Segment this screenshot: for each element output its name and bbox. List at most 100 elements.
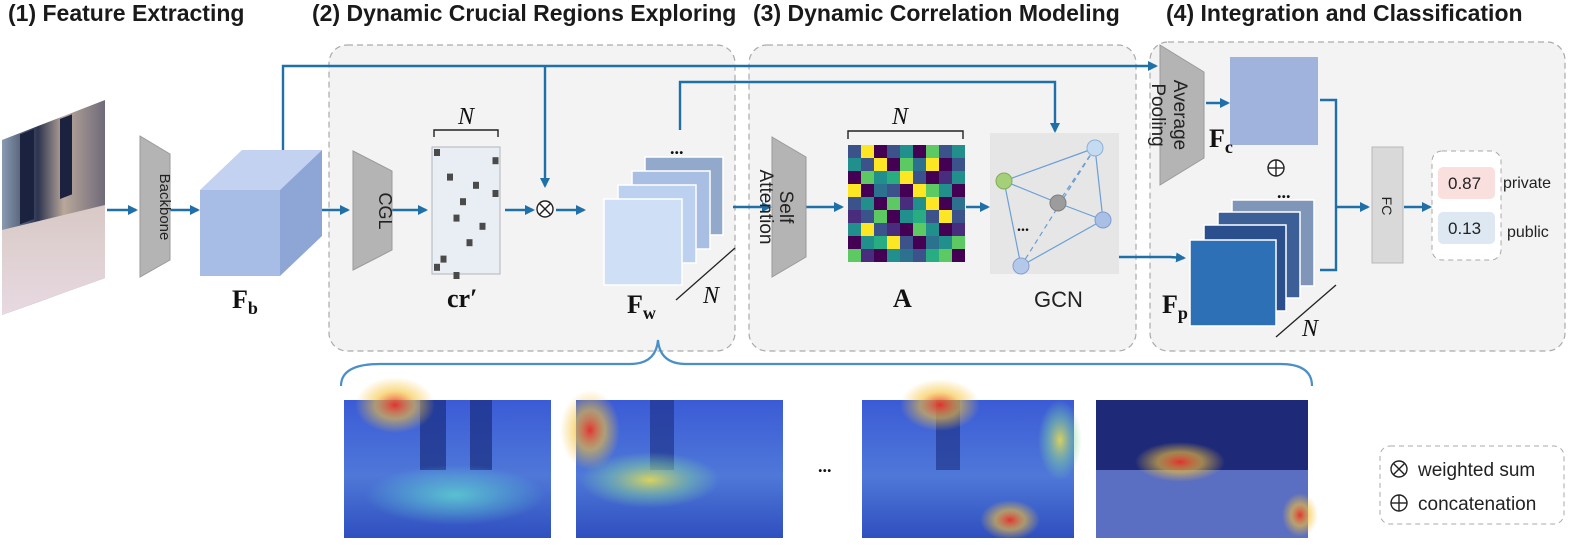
attention-cell [926, 171, 939, 184]
stage-title-3: (3) Dynamic Correlation Modeling [753, 0, 1120, 26]
attention-cell [926, 210, 939, 223]
attention-cell [900, 210, 913, 223]
label-public: public [1507, 224, 1549, 241]
score-private: 0.87 [1448, 174, 1481, 193]
attention-cell [926, 145, 939, 158]
attention-cell [939, 249, 952, 262]
fp-ellipsis: ... [1277, 182, 1291, 202]
attention-cell [874, 158, 887, 171]
attention-cell [952, 210, 965, 223]
attention-cell [926, 236, 939, 249]
fw-ellipsis: ... [670, 138, 684, 158]
heatmap-brace [339, 339, 1314, 387]
attention-cell [848, 158, 861, 171]
fc-feature-label: Fc [1209, 124, 1233, 157]
attention-cell [913, 236, 926, 249]
cr-cell [492, 157, 499, 165]
attention-cell [874, 249, 887, 262]
heatmap-3 [862, 379, 1082, 540]
attention-cell [848, 184, 861, 197]
legend-concatenation: concatenation [1390, 494, 1536, 515]
attention-matrix [848, 145, 965, 262]
attention-cell [887, 249, 900, 262]
attention-cell [913, 223, 926, 236]
attention-cell [861, 236, 874, 249]
attention-cell [861, 249, 874, 262]
a-dim-label: N [891, 104, 910, 130]
legend-box [1379, 445, 1565, 525]
label-private: private [1503, 175, 1551, 192]
attention-cell [900, 223, 913, 236]
attention-cell [939, 210, 952, 223]
cr-matrix [431, 146, 501, 279]
fw-dim-label: N [702, 283, 721, 309]
attention-cell [861, 210, 874, 223]
attention-cell [848, 249, 861, 262]
a-label: A [893, 284, 912, 313]
attention-cell [874, 236, 887, 249]
cgl-label: CGL [375, 192, 395, 229]
cr-cell [453, 272, 460, 279]
attention-cell [848, 210, 861, 223]
attention-cell [861, 223, 874, 236]
cr-cell [453, 214, 460, 222]
cr-cell [440, 255, 447, 263]
feature-maps-fw [603, 156, 724, 286]
attention-cell [874, 145, 887, 158]
fc-module: FC [1371, 146, 1404, 264]
average-pooling-module: AveragePooling [1147, 44, 1205, 186]
cr-cell [447, 173, 453, 181]
attention-cell [874, 223, 887, 236]
legend-weighted-sum-label: weighted sum [1417, 460, 1535, 481]
attention-cell [952, 223, 965, 236]
attention-cell [913, 171, 926, 184]
attention-cell [848, 236, 861, 249]
attention-cell [913, 158, 926, 171]
heatmap-4 [1096, 400, 1318, 538]
attention-cell [887, 184, 900, 197]
attention-cell [939, 223, 952, 236]
attention-cell [887, 223, 900, 236]
cr-cell [434, 149, 440, 156]
fc-label: FC [1379, 197, 1395, 216]
attention-cell [900, 145, 913, 158]
attention-cell [926, 197, 939, 210]
stage-title-1: (1) Feature Extracting [8, 0, 244, 26]
heatmap-ellipsis: ... [818, 456, 832, 476]
attention-cell [861, 184, 874, 197]
attention-cell [887, 158, 900, 171]
attention-cell [952, 184, 965, 197]
attention-cell [874, 184, 887, 197]
attention-cell [926, 249, 939, 262]
attention-cell [848, 223, 861, 236]
attention-cell [900, 197, 913, 210]
attention-cell [900, 236, 913, 249]
stage-title-2: (2) Dynamic Crucial Regions Exploring [312, 0, 736, 26]
attention-cell [939, 171, 952, 184]
attention-cell [887, 210, 900, 223]
backbone-label: Backbone [156, 174, 173, 241]
attention-cell [900, 184, 913, 197]
attention-cell [887, 236, 900, 249]
backbone-module: Backbone [139, 135, 173, 278]
attention-cell [939, 158, 952, 171]
gcn-ellipsis: ... [1017, 218, 1029, 235]
attention-cell [913, 210, 926, 223]
attention-cell [861, 158, 874, 171]
attention-cell [939, 184, 952, 197]
attention-cell [952, 236, 965, 249]
fp-label: Fp [1162, 290, 1188, 323]
attention-cell [900, 158, 913, 171]
output-public: 0.13 public [1438, 212, 1549, 244]
attention-cell [900, 171, 913, 184]
attention-cell [939, 236, 952, 249]
fb-label: Fb [232, 285, 258, 318]
fw-label: Fw [627, 290, 656, 323]
score-public: 0.13 [1448, 219, 1481, 238]
attention-cell [952, 158, 965, 171]
attention-cell [848, 145, 861, 158]
input-image [2, 100, 105, 315]
weighted-sum-operator [536, 200, 554, 218]
svg-text:SelfAttention: SelfAttention [755, 170, 796, 245]
